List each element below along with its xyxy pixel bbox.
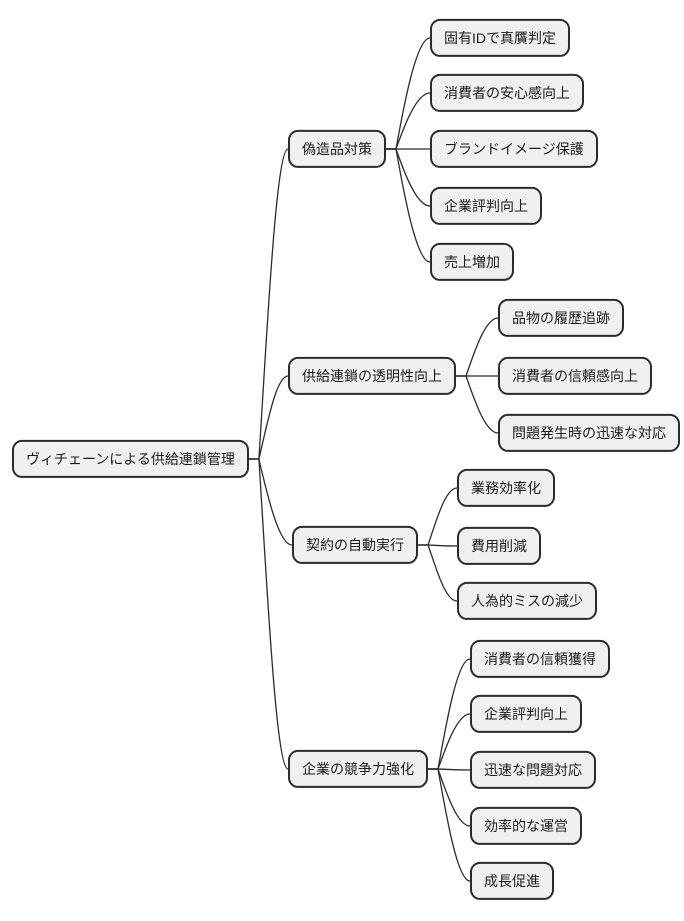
leaf-node: 企業評判向上 <box>470 694 582 734</box>
branch-node-automatic-contract-execution: 契約の自動実行 <box>292 525 418 565</box>
leaf-node: ブランドイメージ保護 <box>430 129 598 169</box>
leaf-node: 消費者の安心感向上 <box>430 73 584 113</box>
branch-node-supply-chain-transparency: 供給連鎖の透明性向上 <box>288 356 456 396</box>
leaf-node: 企業評判向上 <box>430 186 542 226</box>
branch-node-corporate-competitiveness: 企業の競争力強化 <box>288 749 428 789</box>
leaf-node: 品物の履歴追跡 <box>498 298 624 338</box>
leaf-node: 問題発生時の迅速な対応 <box>498 413 680 453</box>
leaf-node: 固有IDで真贋判定 <box>430 18 570 58</box>
leaf-node: 効率的な運営 <box>470 806 582 846</box>
leaf-node: 成長促進 <box>470 861 554 901</box>
leaf-node: 業務効率化 <box>457 468 555 508</box>
leaf-node: 迅速な問題対応 <box>470 750 596 790</box>
branch-node-counterfeit-measures: 偽造品対策 <box>288 129 386 169</box>
leaf-node: 費用削減 <box>457 526 541 566</box>
leaf-node: 売上増加 <box>430 242 514 282</box>
leaf-node: 消費者の信頼感向上 <box>498 356 652 396</box>
leaf-node: 消費者の信頼獲得 <box>470 639 610 679</box>
leaf-node: 人為的ミスの減少 <box>457 581 597 621</box>
root-node: ヴィチェーンによる供給連鎖管理 <box>12 439 249 479</box>
